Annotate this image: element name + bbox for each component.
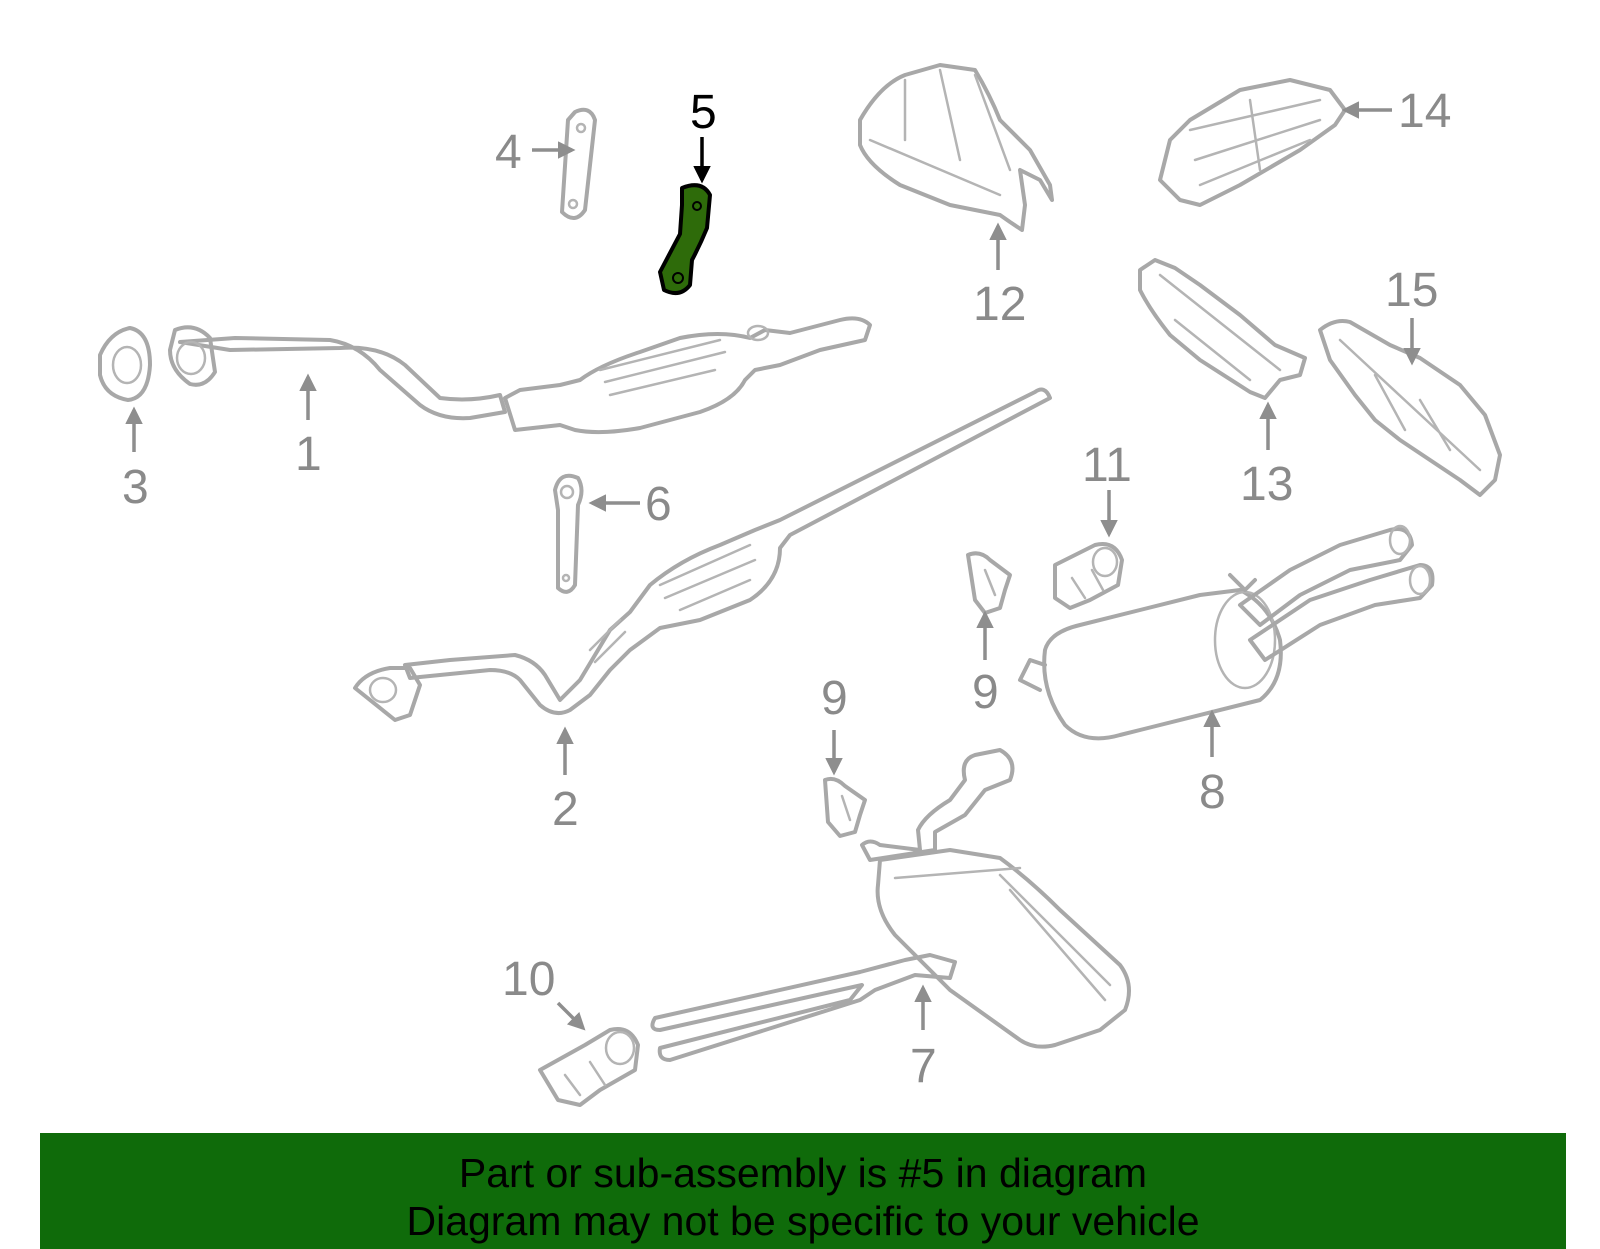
- callout-1: 1: [295, 428, 322, 481]
- callout-12: 12: [973, 278, 1026, 331]
- part-5-shape: [658, 183, 712, 296]
- part-9-clamp-lower[interactable]: [823, 776, 867, 838]
- callout-3: 3: [122, 461, 149, 514]
- part-11-clamp[interactable]: [1053, 542, 1124, 610]
- part-6-hanger[interactable]: [553, 473, 584, 594]
- part-10-clamp[interactable]: [538, 1027, 640, 1107]
- part-12-heat-shield[interactable]: [858, 63, 1054, 232]
- callout-11: 11: [1082, 439, 1132, 492]
- info-banner: Part or sub-assembly is #5 in diagram Di…: [40, 1133, 1566, 1249]
- part-2-intermediate-pipe[interactable]: [353, 387, 1052, 722]
- part-8-rear-muffler[interactable]: [1018, 524, 1435, 741]
- part-1-front-pipe[interactable]: [168, 316, 872, 435]
- callout-9-left: 9: [821, 672, 848, 725]
- part-7-muffler[interactable]: [650, 748, 1131, 1062]
- part-4-bracket[interactable]: [560, 107, 597, 220]
- callout-10: 10: [502, 953, 555, 1006]
- banner-line-part: Part or sub-assembly is #5 in diagram: [458, 1150, 1148, 1196]
- part-9-clamp-upper[interactable]: [966, 551, 1012, 615]
- callout-9-right: 9: [972, 666, 999, 719]
- callout-14: 14: [1398, 85, 1451, 138]
- callout-13: 13: [1240, 458, 1293, 511]
- callout-6: 6: [645, 478, 672, 531]
- banner-line-disclaimer: Diagram may not be specific to your vehi…: [406, 1198, 1200, 1244]
- callout-labels: 1 2 3 4 5 6 7 8 9 9 10 11 12 13 14 15: [122, 85, 1451, 1093]
- callout-arrows: [125, 101, 1421, 1031]
- part-14-heat-shield[interactable]: [1158, 78, 1347, 207]
- part-5-bracket-highlighted[interactable]: [658, 183, 712, 296]
- callout-8: 8: [1199, 766, 1226, 819]
- callout-15: 15: [1385, 264, 1438, 317]
- part-13-heat-shield[interactable]: [1138, 258, 1307, 400]
- part-3-gasket[interactable]: [98, 326, 152, 402]
- callout-4: 4: [495, 126, 522, 179]
- part-15-heat-shield[interactable]: [1318, 319, 1502, 497]
- callout-2: 2: [552, 783, 579, 836]
- callout-5-highlighted: 5: [690, 86, 717, 139]
- callout-7: 7: [910, 1040, 937, 1093]
